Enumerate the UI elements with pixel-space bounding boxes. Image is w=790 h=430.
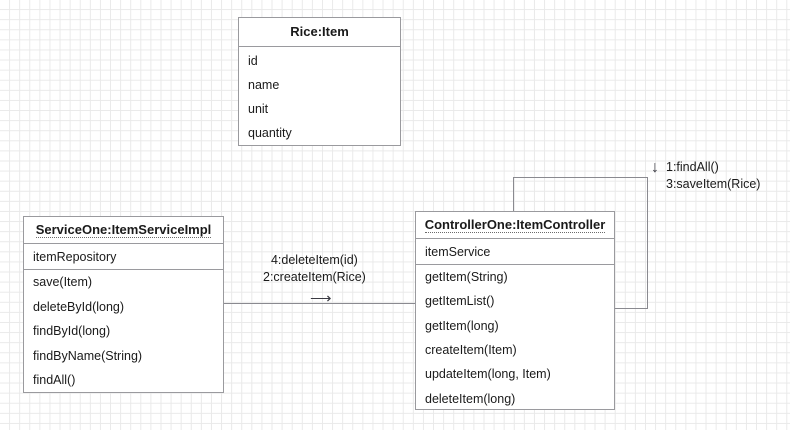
class-title-controller-one: ControllerOne:ItemController — [416, 212, 614, 239]
connector-self-loop-left — [513, 177, 514, 212]
arrow-down-icon: ↓ — [651, 159, 659, 176]
class-box-service-one[interactable]: ServiceOne:ItemServiceImpl itemRepositor… — [23, 216, 224, 393]
class-attribute-row: unit — [248, 102, 269, 116]
edge-label-controller-self: 1:findAll() 3:saveItem(Rice) — [666, 159, 760, 193]
message-label-2-createitem: 2:createItem(Rice) — [263, 270, 366, 284]
message-label-3-saveitem: 3:saveItem(Rice) — [666, 177, 761, 191]
class-operation-row: deleteById(long) — [33, 299, 125, 314]
class-operation-row: deleteItem(long) — [425, 391, 516, 406]
connector-self-loop-right — [647, 177, 648, 308]
class-attributes-controller-one: itemService — [416, 239, 614, 265]
class-operations-controller-one: getItem(String) getItemList() getItem(lo… — [416, 265, 614, 411]
class-attribute-row: itemService — [425, 244, 491, 259]
class-attributes-service-one: itemRepository — [24, 244, 223, 270]
class-operation-row: findById(long) — [33, 324, 111, 339]
connector-self-loop-top — [513, 177, 647, 178]
connector-service-controller — [224, 303, 415, 304]
arrow-right-icon: ⟶ — [310, 290, 331, 307]
class-attribute-row: name — [248, 78, 280, 92]
class-attribute-row: itemRepository — [33, 249, 117, 264]
class-attribute-row: id — [248, 54, 258, 68]
class-operation-row: save(Item) — [33, 275, 93, 290]
class-title-service-one: ServiceOne:ItemServiceImpl — [24, 217, 223, 244]
class-box-rice-item[interactable]: Rice:Item id name unit quantity — [238, 17, 401, 146]
connector-self-loop-bottom — [614, 308, 648, 309]
class-operation-row: getItem(String) — [425, 270, 508, 285]
edge-label-service-controller: 4:deleteItem(id) 2:createItem(Rice) — [263, 252, 366, 286]
class-operation-row: createItem(Item) — [425, 343, 517, 358]
message-label-1-findall: 1:findAll() — [666, 160, 719, 174]
message-label-4-deleteitem: 4:deleteItem(id) — [270, 253, 358, 267]
class-operation-row: getItem(long) — [425, 318, 499, 333]
class-title-rice-item: Rice:Item — [239, 18, 400, 47]
class-box-controller-one[interactable]: ControllerOne:ItemController itemService… — [415, 211, 615, 410]
class-operations-service-one: save(Item) deleteById(long) findById(lon… — [24, 270, 223, 393]
class-operation-row: findAll() — [33, 373, 76, 388]
class-operation-row: updateItem(long, Item) — [425, 367, 551, 382]
class-attributes-rice-item: id name unit quantity — [239, 47, 400, 145]
class-attribute-row: quantity — [248, 126, 292, 140]
class-operation-row: findByName(String) — [33, 348, 143, 363]
class-operation-row: getItemList() — [425, 294, 495, 309]
